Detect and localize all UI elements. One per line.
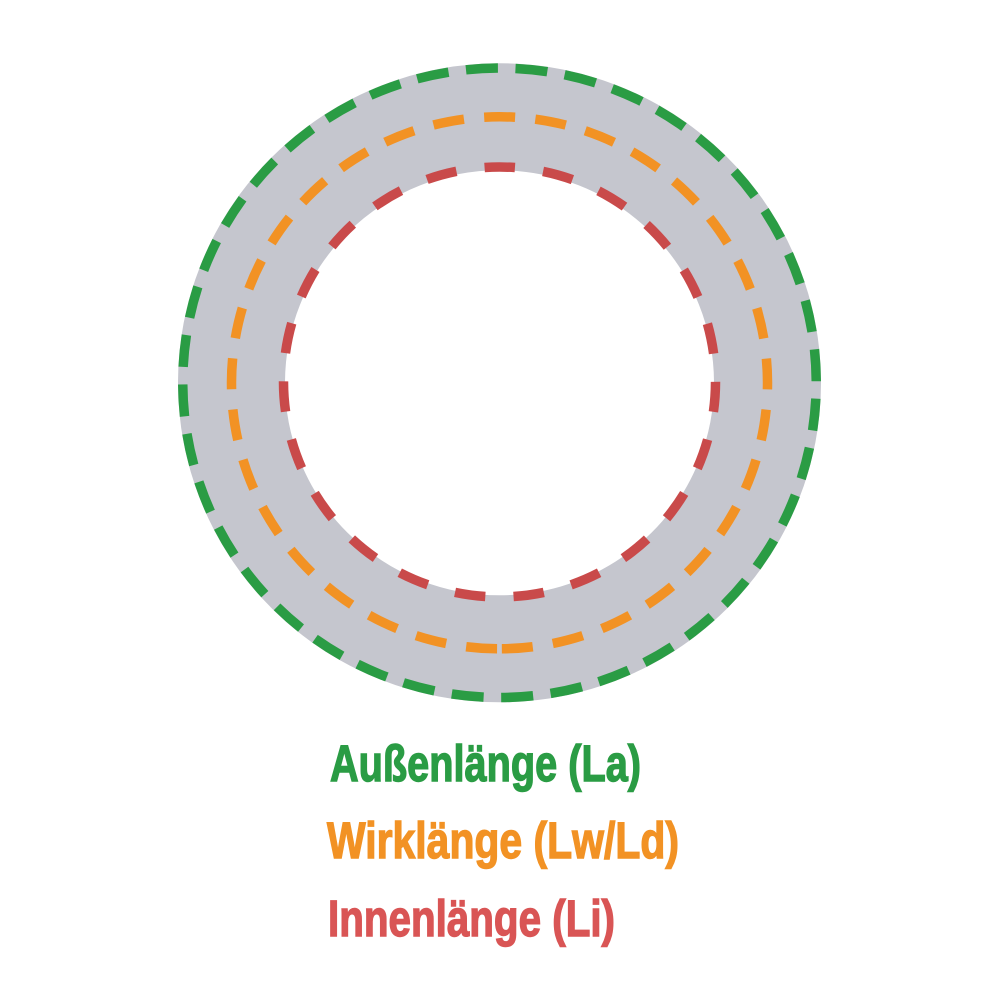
svg-text:Innenlänge (Li): Innenlänge (Li) [328, 890, 615, 947]
svg-text:Außenlänge (La): Außenlänge (La) [330, 735, 641, 792]
svg-text:Wirklänge (Lw/Ld): Wirklänge (Lw/Ld) [327, 812, 679, 869]
